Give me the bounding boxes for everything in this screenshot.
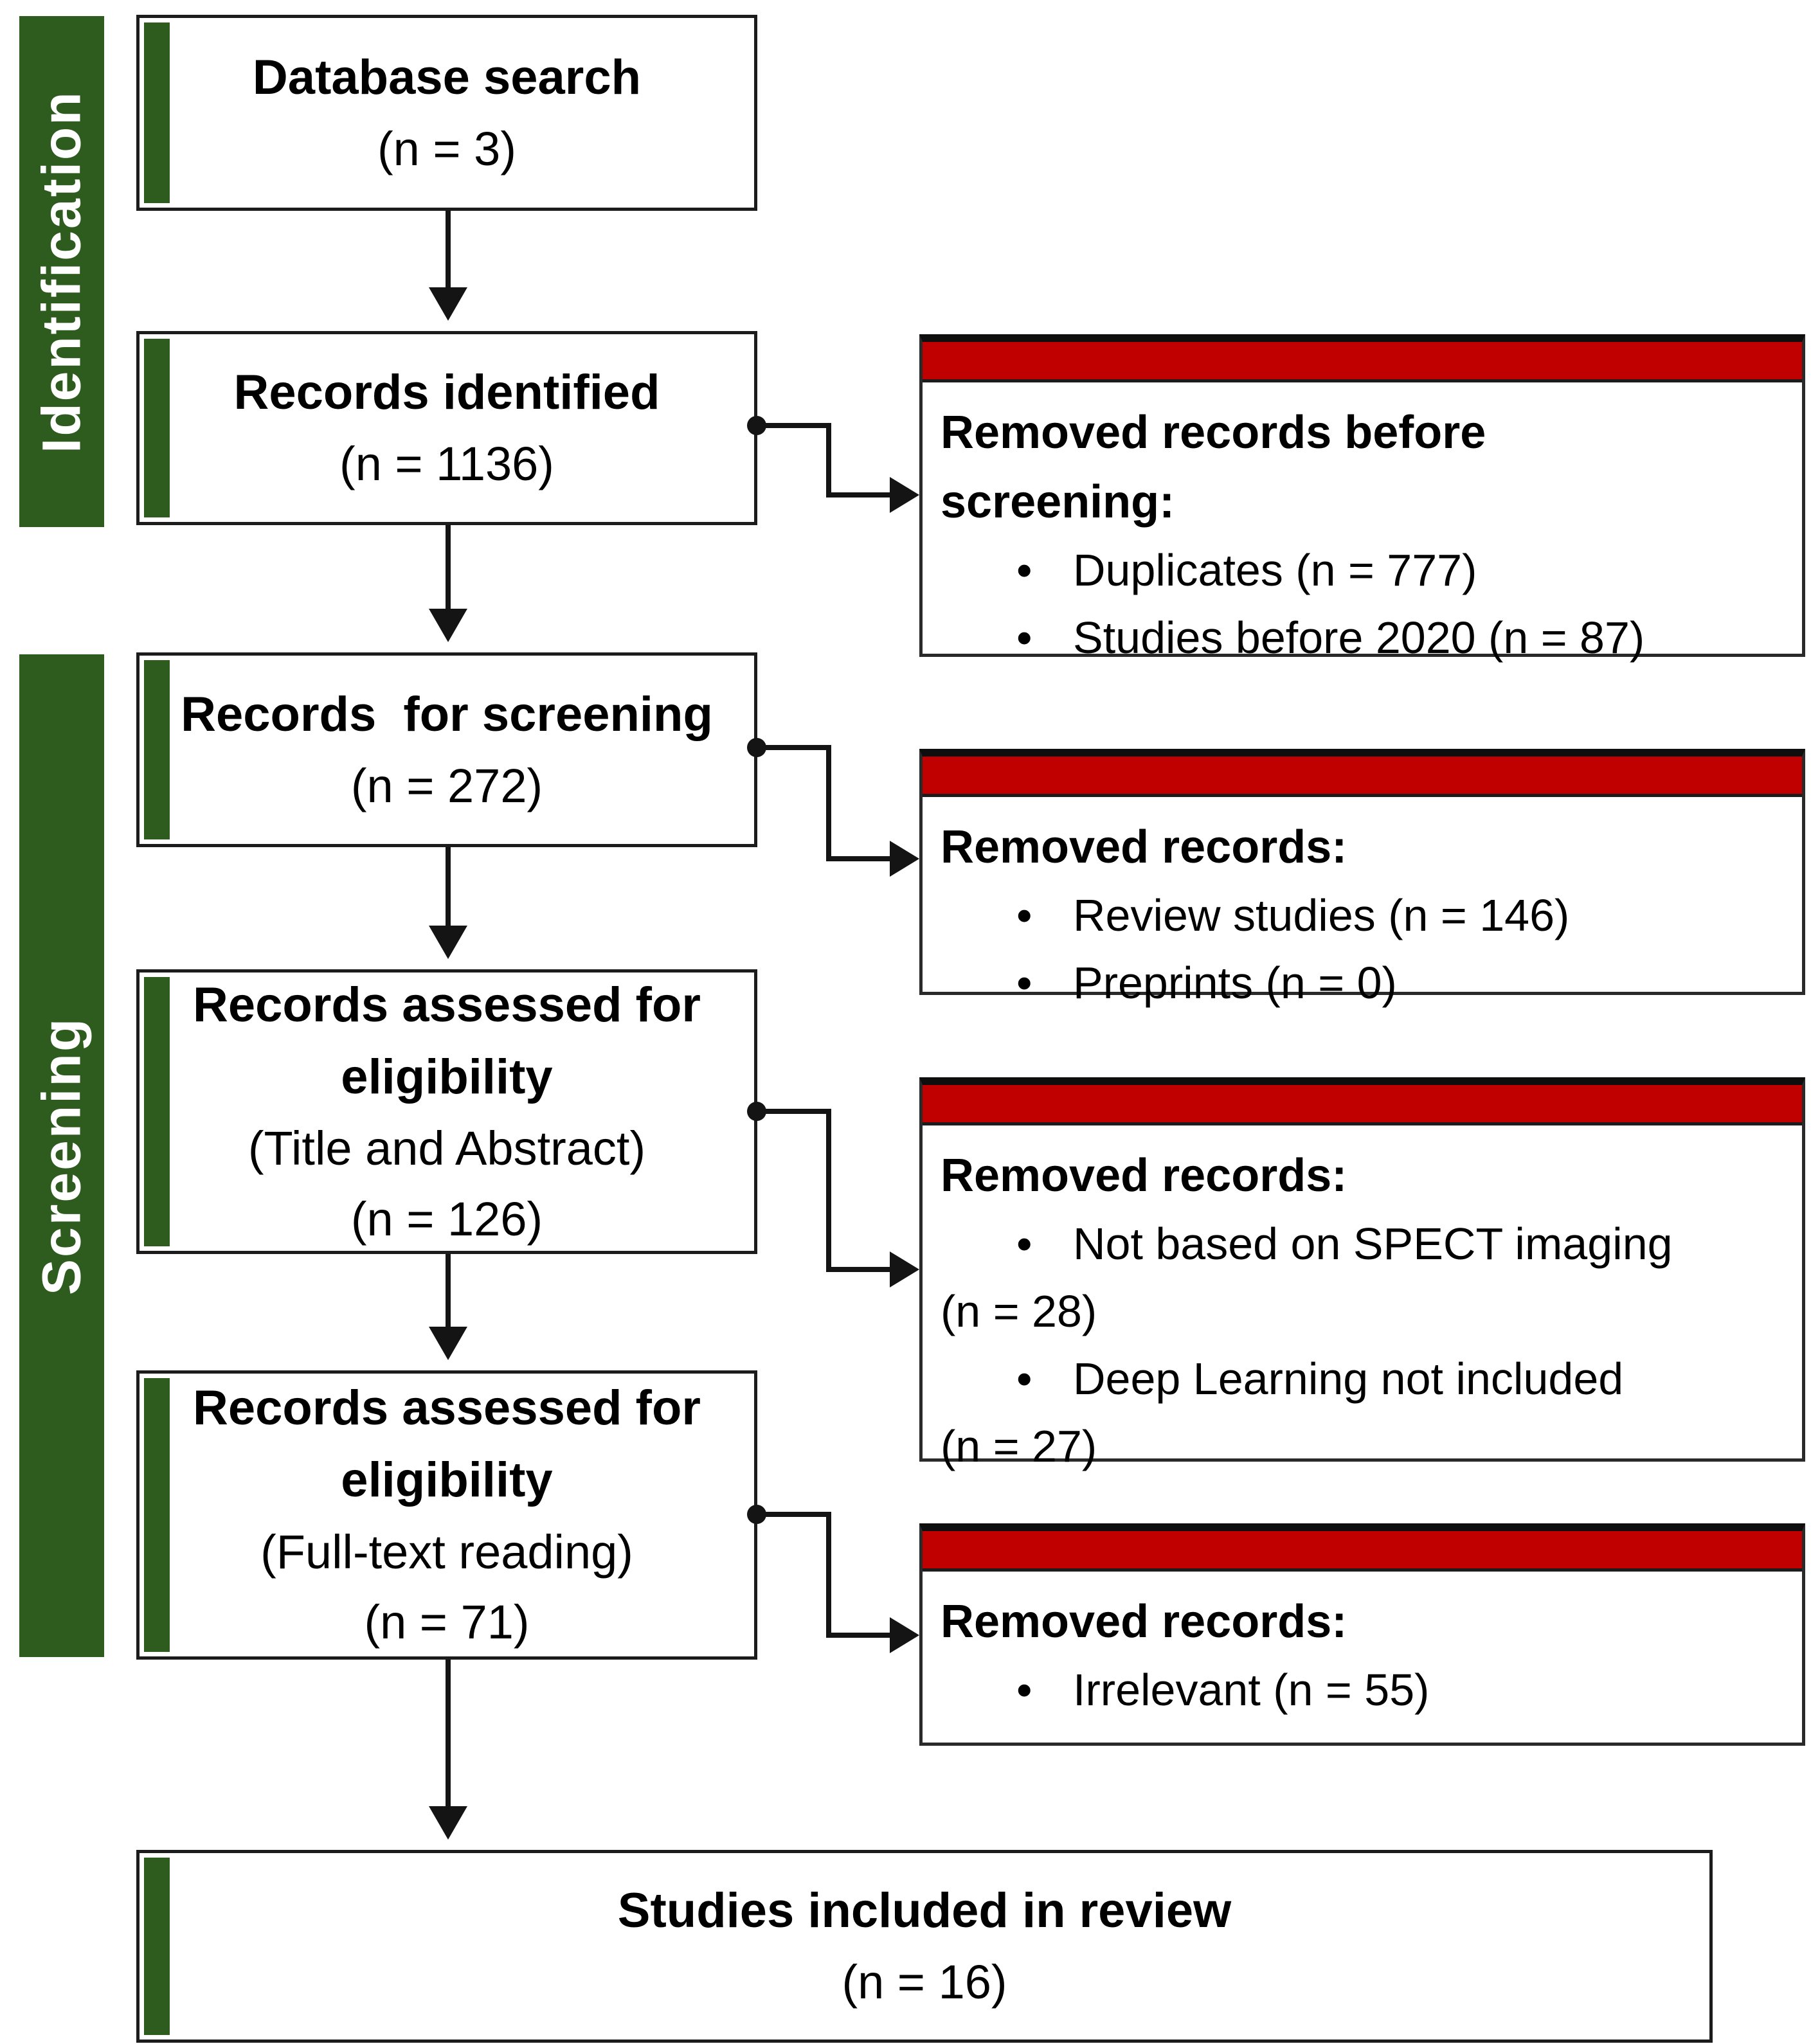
- bullet-icon: •: [1016, 890, 1032, 940]
- connector-segment: [757, 423, 831, 428]
- box-title: Records for screening: [181, 686, 713, 742]
- green-accent-bar: [144, 977, 170, 1246]
- arrow-shaft: [446, 210, 451, 287]
- red-header-bar: [923, 342, 1802, 382]
- arrow-shaft: [446, 1660, 451, 1806]
- removal-item: • Preprints (n = 0): [941, 949, 1784, 1017]
- bullet-icon: •: [1016, 1219, 1032, 1269]
- arrow-head-down-icon: [429, 926, 467, 959]
- box-count: (n = 16): [842, 1955, 1007, 2009]
- connector-segment: [826, 492, 890, 498]
- box-title: Database search: [252, 49, 642, 105]
- box-title: Records assessed for: [193, 1381, 701, 1436]
- box-count: (n = 1136): [339, 437, 554, 491]
- green-accent-bar: [144, 1858, 170, 2035]
- box-title: Records identified: [233, 365, 660, 420]
- removal-item: • Irrelevant (n = 55): [941, 1656, 1784, 1724]
- arrow-head-right-icon: [890, 841, 919, 877]
- connector-segment: [826, 423, 831, 495]
- green-accent-bar: [144, 339, 170, 517]
- bullet-icon: •: [1016, 613, 1032, 663]
- database-search-box: Database search (n = 3): [136, 15, 757, 211]
- box-count: (n = 272): [350, 758, 543, 812]
- arrow-head-down-icon: [429, 1327, 467, 1360]
- connector-segment: [757, 745, 831, 750]
- removal-heading: Removed records:: [941, 1596, 1347, 1647]
- box-title: Records assessed for: [193, 977, 701, 1032]
- records-for-screening-box: Records for screening (n = 272): [136, 652, 757, 847]
- connector-segment: [826, 745, 831, 859]
- removal-item: • Not based on SPECT imaging: [941, 1210, 1784, 1278]
- box-count: (n = 3): [377, 121, 516, 175]
- removal-item-count: (n = 28): [941, 1286, 1097, 1336]
- removed-records-screening-box: Removed records: • Review studies (n = 1…: [919, 749, 1805, 1008]
- red-header-bar: [923, 757, 1802, 797]
- green-accent-bar: [144, 660, 170, 839]
- removed-before-screening-box: Removed records before screening: • Dupl…: [919, 334, 1805, 663]
- removal-heading: Removed records before: [941, 407, 1486, 458]
- green-accent-bar: [144, 22, 170, 203]
- bullet-icon: •: [1016, 1665, 1032, 1715]
- removal-item: • Studies before 2020 (n = 87): [941, 604, 1784, 672]
- removal-item: • Review studies (n = 146): [941, 882, 1784, 949]
- removal-heading: Removed records:: [941, 821, 1347, 873]
- arrow-head-down-icon: [429, 287, 467, 321]
- red-header-bar: [923, 1531, 1802, 1572]
- removal-heading: screening:: [941, 476, 1175, 528]
- bullet-icon: •: [1016, 545, 1032, 595]
- box-title: Studies included in review: [617, 1883, 1232, 1938]
- arrow-shaft: [446, 847, 451, 926]
- green-accent-bar: [144, 1378, 170, 1652]
- connector-segment: [826, 1512, 831, 1638]
- removal-item: • Duplicates (n = 777): [941, 537, 1784, 604]
- connector-segment: [826, 1267, 890, 1272]
- screening-stage-bar: Screening: [19, 654, 104, 1657]
- removal-item-count: (n = 27): [941, 1421, 1097, 1471]
- connector-segment: [757, 1109, 831, 1114]
- connector-segment: [757, 1512, 831, 1517]
- records-assessed-title-abstract-box: Records assessed for eligibility (Title …: [136, 969, 757, 1254]
- connector-segment: [826, 1633, 890, 1638]
- bullet-icon: •: [1016, 1354, 1032, 1404]
- removed-records-eligibility-box: Removed records: • Not based on SPECT im…: [919, 1077, 1805, 1471]
- studies-included-box: Studies included in review (n = 16): [136, 1850, 1713, 2043]
- arrow-shaft: [446, 1254, 451, 1327]
- red-header-bar: [923, 1085, 1802, 1125]
- bullet-icon: •: [1016, 958, 1032, 1008]
- removed-records-fulltext-box: Removed records: • Irrelevant (n = 55): [919, 1523, 1805, 1746]
- box-count: (n = 126): [350, 1192, 543, 1246]
- records-assessed-fulltext-box: Records assessed for eligibility (Full-t…: [136, 1370, 757, 1660]
- arrow-head-right-icon: [890, 1251, 919, 1287]
- removal-item: • Deep Learning not included: [941, 1345, 1784, 1413]
- connector-segment: [826, 856, 890, 861]
- records-identified-box: Records identified (n = 1136): [136, 331, 757, 525]
- identification-stage-bar: Identification: [19, 16, 104, 527]
- removal-heading: Removed records:: [941, 1150, 1347, 1201]
- connector-segment: [826, 1109, 831, 1272]
- box-count: (n = 71): [364, 1595, 530, 1649]
- box-title: eligibility: [341, 1453, 553, 1508]
- arrow-head-down-icon: [429, 609, 467, 642]
- arrow-head-right-icon: [890, 1617, 919, 1653]
- arrow-head-right-icon: [890, 477, 919, 513]
- arrow-shaft: [446, 525, 451, 609]
- box-title: eligibility: [341, 1049, 553, 1104]
- box-subtitle: (Title and Abstract): [248, 1122, 646, 1176]
- box-subtitle: (Full-text reading): [260, 1525, 633, 1579]
- arrow-head-down-icon: [429, 1806, 467, 1840]
